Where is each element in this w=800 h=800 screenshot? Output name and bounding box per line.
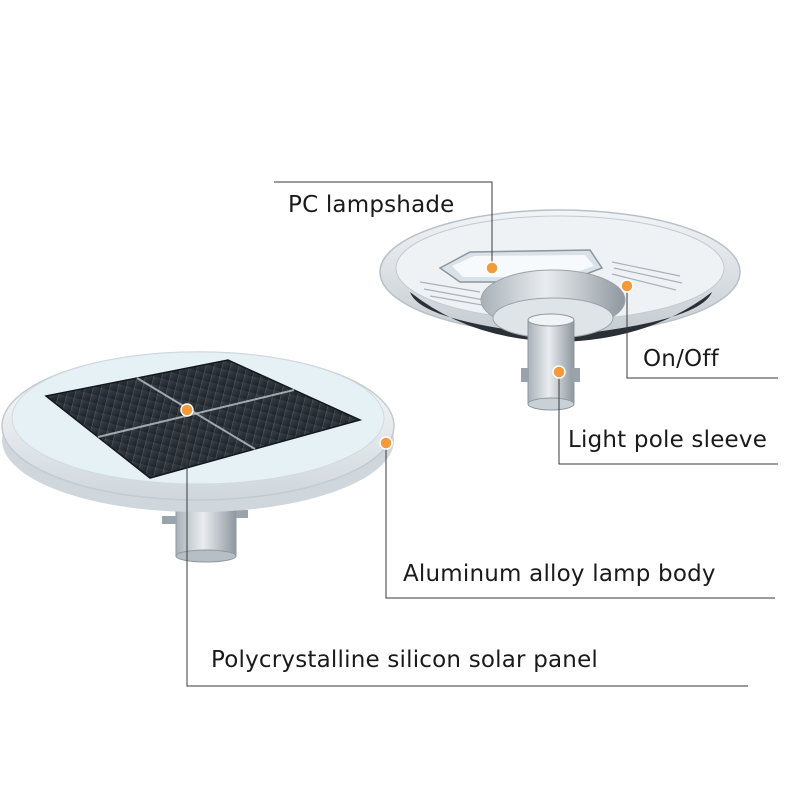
leader-lines <box>186 181 778 687</box>
label-aluminum-alloy-lamp-body: Aluminum alloy lamp body <box>403 561 716 587</box>
underside-lamp <box>379 209 741 411</box>
label-on-off: On/Off <box>643 346 719 372</box>
label-light-pole-sleeve: Light pole sleeve <box>568 427 768 453</box>
marker-light-pole-sleeve <box>552 365 566 379</box>
marker-on-off <box>620 279 634 293</box>
label-pc-lampshade: PC lampshade <box>288 192 455 218</box>
marker-solar-panel <box>180 403 194 417</box>
leader-line-pc-lampshade <box>274 181 493 268</box>
leader-line-solar-panel <box>186 410 748 687</box>
leader-line-light-pole-sleeve <box>558 372 778 465</box>
solar-lamp <box>1 351 395 563</box>
label-solar-panel: Polycrystalline silicon solar panel <box>211 647 599 673</box>
callout-markers <box>180 261 634 450</box>
marker-aluminum-body <box>379 436 393 450</box>
leader-line-aluminum-body <box>385 443 775 599</box>
marker-pc-lampshade <box>485 261 499 275</box>
leader-line-on-off <box>626 286 778 379</box>
